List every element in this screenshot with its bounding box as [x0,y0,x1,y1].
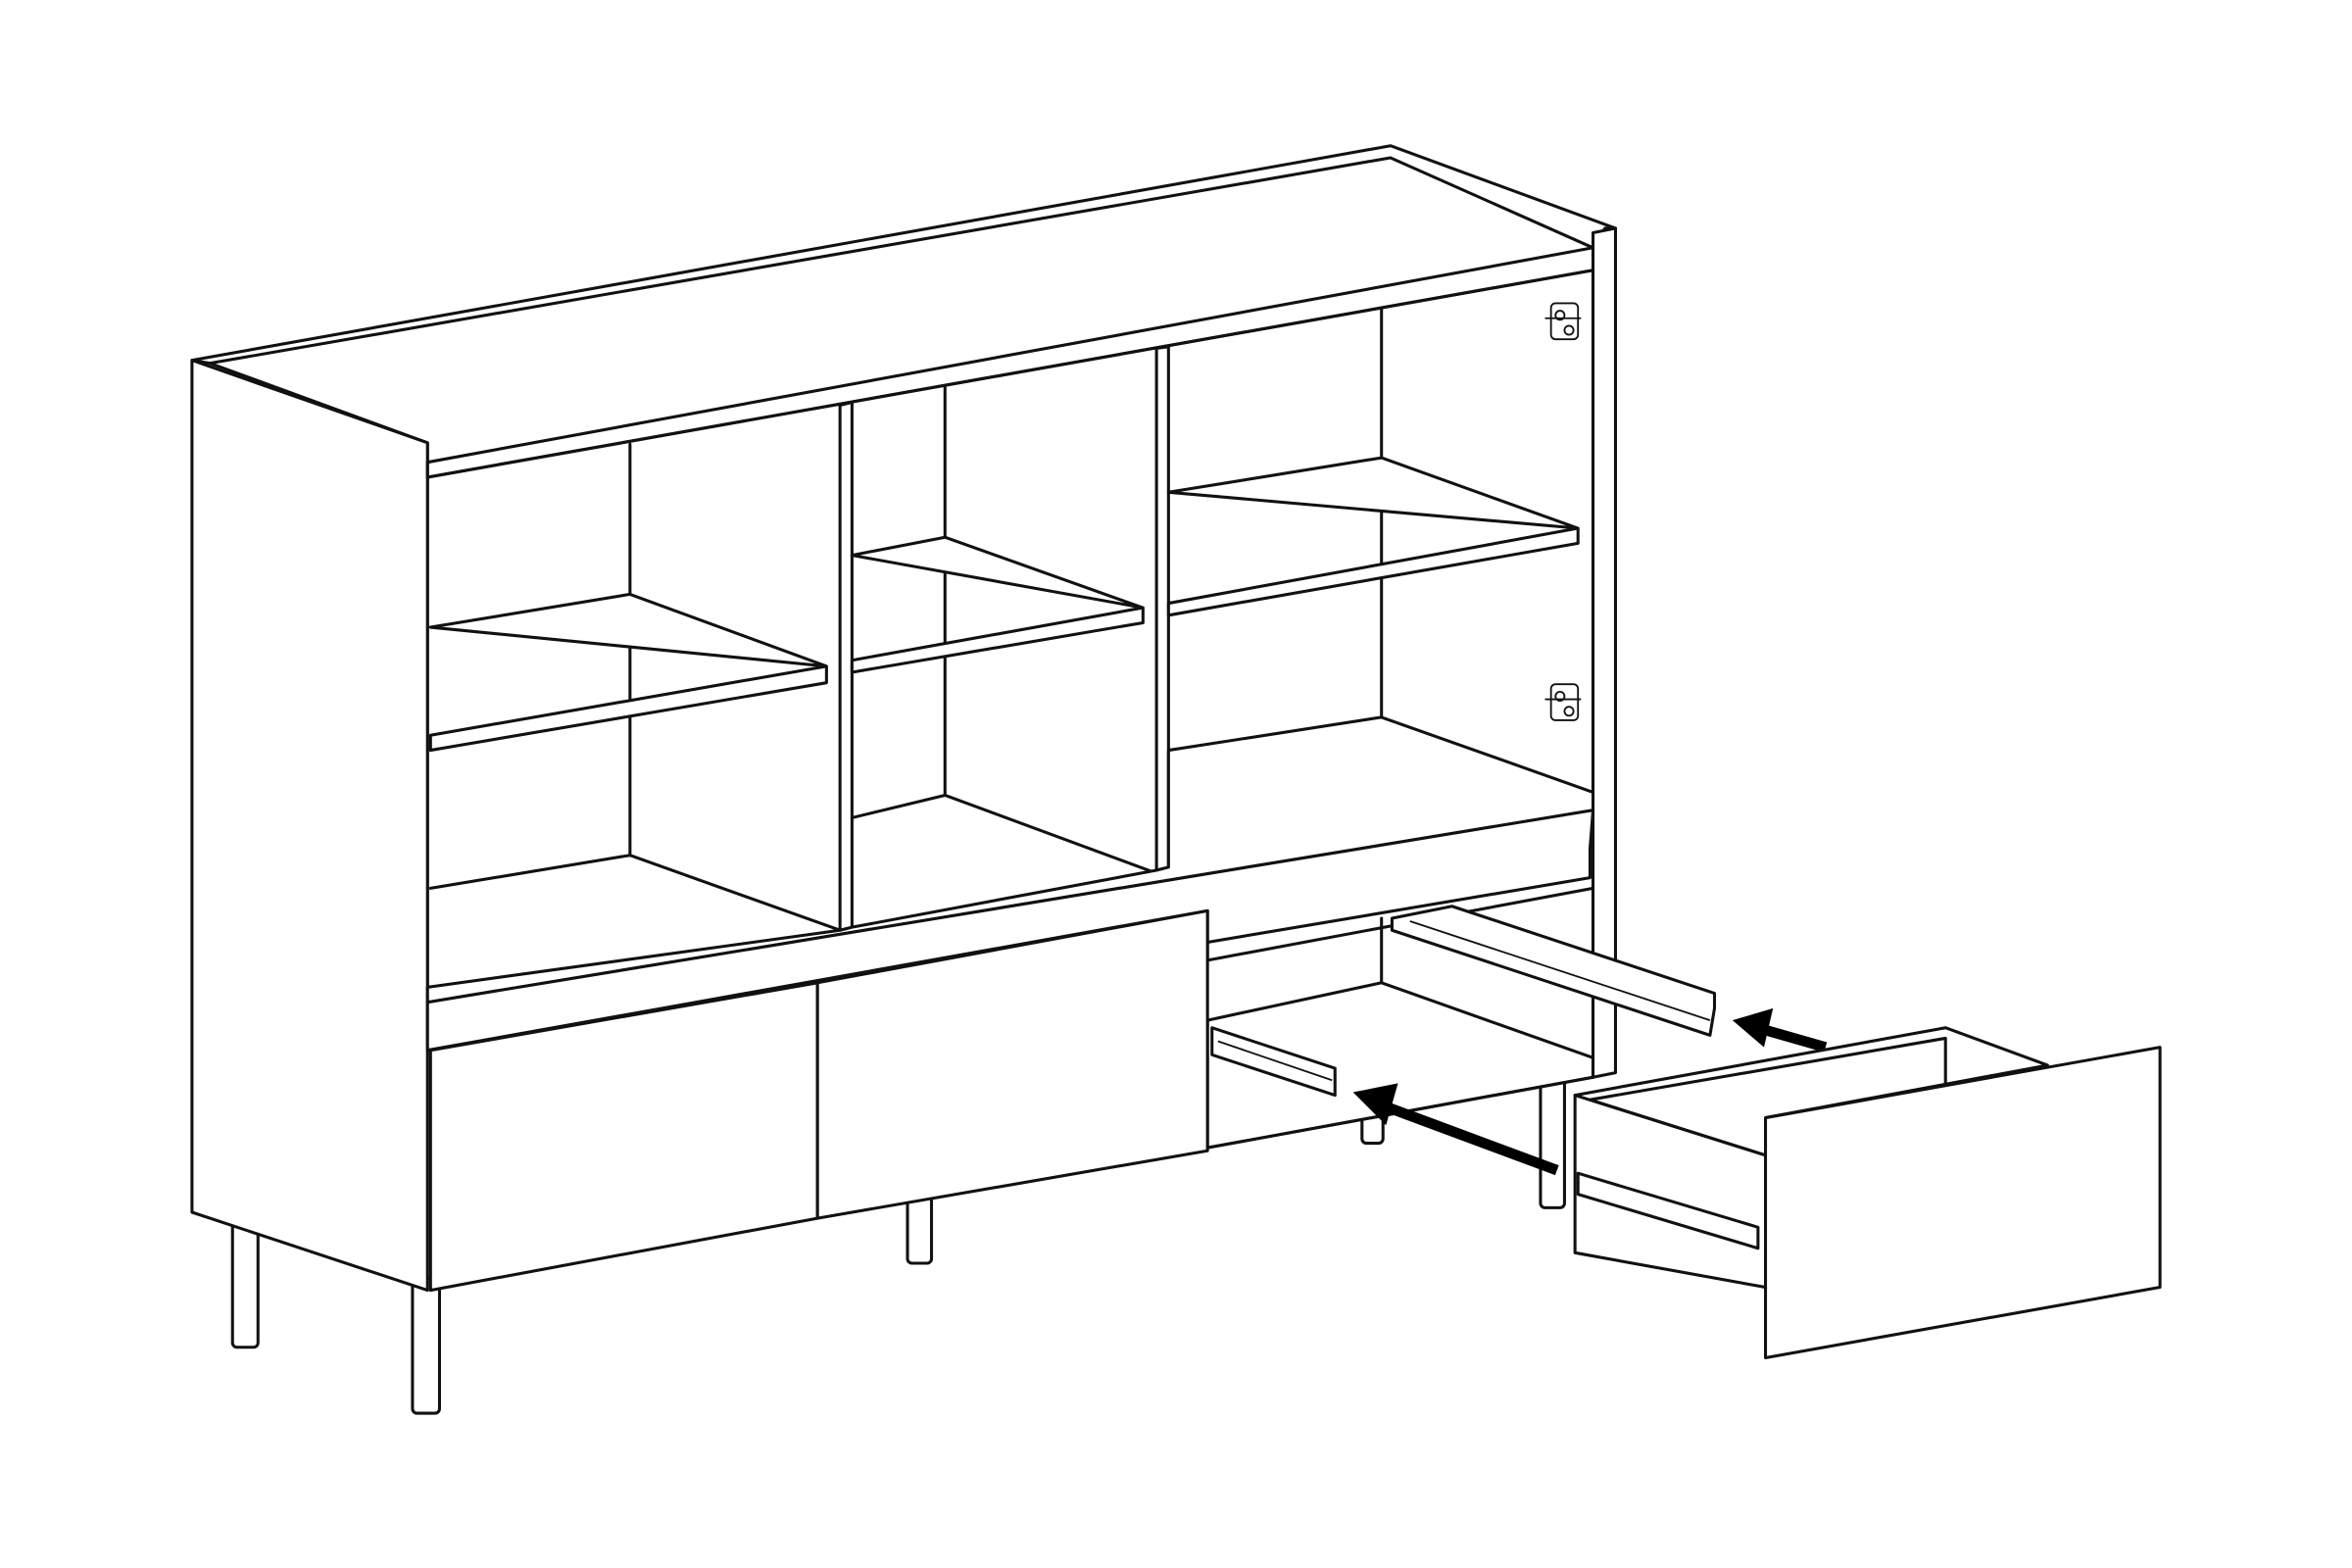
divider [1154,345,1170,872]
drawer-slide-rails [1210,905,1717,1098]
hinge-icon [1544,302,1582,341]
arrow-icon [1760,1024,1828,1053]
right-side-panel [1591,226,1617,1079]
drawer-box [1573,1026,2162,1359]
arrow-icon [1385,1102,1559,1176]
drawer-fronts [428,908,1209,1293]
drawer-front-middle [815,908,1209,1220]
left-side-panel [190,359,429,1293]
cabinet-legs [230,1066,1566,1415]
hinge-icon [1544,683,1582,721]
drawer-front-panel [1763,1046,2162,1359]
arrowhead-icon [1732,1007,1774,1048]
shelf [1166,456,1580,617]
slide-rail-left [1210,1026,1337,1098]
arrowhead-icon [1352,1083,1398,1126]
drawer-side-rail [1576,1171,1760,1250]
leg [1539,1066,1566,1209]
arrow-icons [1352,1007,1828,1176]
middle-panel [425,715,1595,1004]
cabinet-body [190,144,1617,1293]
leg [411,1276,441,1415]
divider [838,400,854,932]
leg [230,1216,260,1349]
slide-rail-right [1390,905,1717,1037]
shelf [850,535,1145,674]
shelf [428,592,828,753]
